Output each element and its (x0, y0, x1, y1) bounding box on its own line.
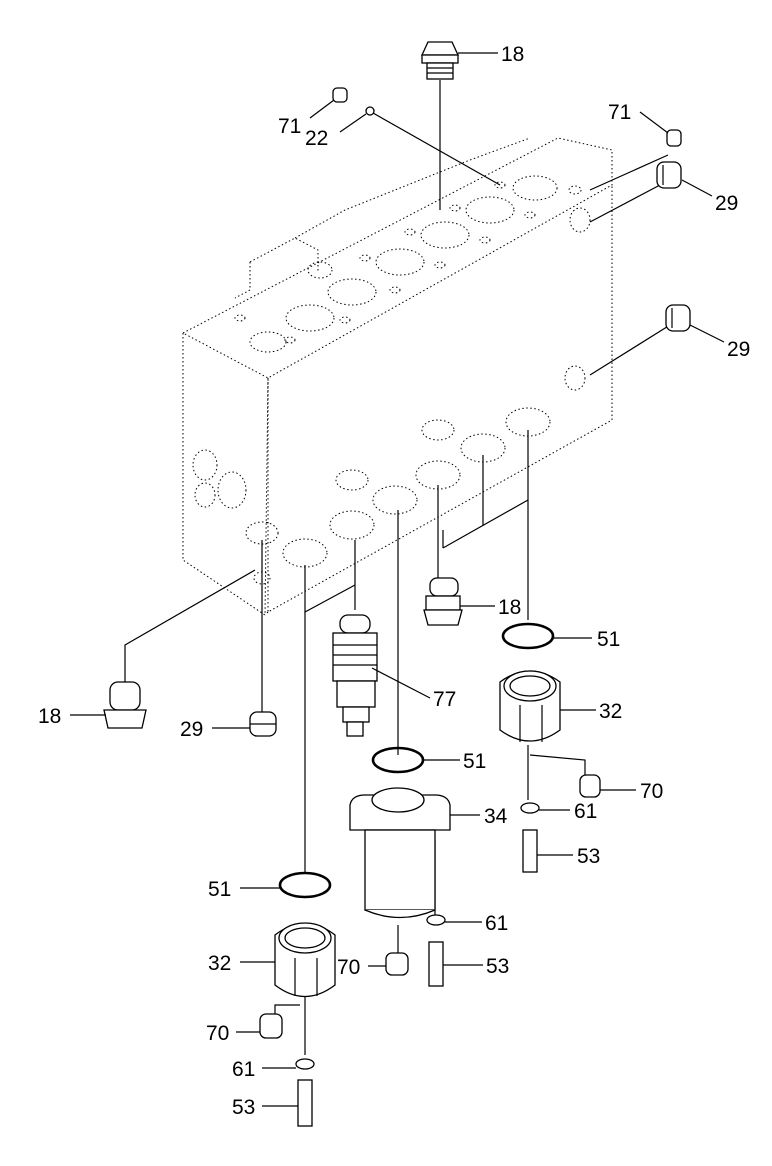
part-70-plug-middle (385, 952, 409, 976)
valve-block (181, 137, 613, 616)
part-29-plug-middle (665, 304, 691, 332)
callout-18-left: 18 (38, 705, 61, 728)
callout-34: 34 (484, 805, 508, 828)
callout-51-right: 51 (597, 628, 620, 651)
part-53-bolt-middle (428, 941, 444, 987)
callout-61-left: 61 (232, 1058, 255, 1081)
part-61-washer-right (520, 802, 540, 814)
part-53-bolt-left (297, 1079, 313, 1127)
callout-71-left: 71 (278, 115, 301, 138)
part-18-top-plug (420, 41, 460, 80)
part-71-small-plug-right (666, 129, 682, 147)
part-18-left-plug (103, 681, 147, 729)
part-70-plug-right (579, 774, 601, 798)
part-51-oring-right (501, 622, 555, 650)
part-70-plug-left (259, 1013, 283, 1039)
callout-51-middle: 51 (463, 750, 486, 773)
part-32-filter-cap-right (499, 670, 561, 742)
part-77-relief-valve (332, 614, 378, 737)
part-29-plug-upper (656, 161, 682, 189)
callout-70-middle: 70 (337, 956, 360, 979)
callout-61-right: 61 (574, 800, 597, 823)
callout-51-left: 51 (208, 878, 231, 901)
callout-71-right: 71 (608, 101, 631, 124)
part-22-pin (365, 106, 375, 116)
callout-labels: 18 71 22 71 29 29 18 51 18 77 32 29 51 7… (38, 43, 750, 1119)
part-34-filter-housing (349, 787, 451, 919)
callout-29-middle: 29 (727, 338, 750, 361)
part-61-washer-middle (426, 914, 446, 926)
part-32-filter-cap-left (274, 922, 336, 998)
callout-53-middle: 53 (486, 955, 509, 978)
callout-53-right: 53 (577, 845, 600, 868)
callout-22: 22 (305, 127, 328, 150)
callout-18-top: 18 (501, 43, 524, 66)
part-71-small-plug-left (332, 87, 348, 103)
callout-70-left: 70 (206, 1022, 229, 1045)
part-61-washer-left (295, 1058, 315, 1070)
callout-lines (70, 52, 725, 1107)
callout-32-left: 32 (208, 952, 231, 975)
callout-29-upper: 29 (715, 192, 738, 215)
part-18-lower-plug (423, 577, 463, 626)
part-51-oring-left (278, 871, 332, 899)
callout-53-left: 53 (232, 1096, 255, 1119)
callout-32-right: 32 (599, 700, 622, 723)
callout-29-left: 29 (180, 718, 203, 741)
callout-18-lower: 18 (498, 596, 521, 619)
callout-70-right: 70 (640, 780, 663, 803)
part-53-bolt-right (522, 829, 538, 873)
callout-77: 77 (433, 688, 456, 711)
part-29-plug-left (249, 711, 277, 737)
callout-61-middle: 61 (485, 912, 508, 935)
